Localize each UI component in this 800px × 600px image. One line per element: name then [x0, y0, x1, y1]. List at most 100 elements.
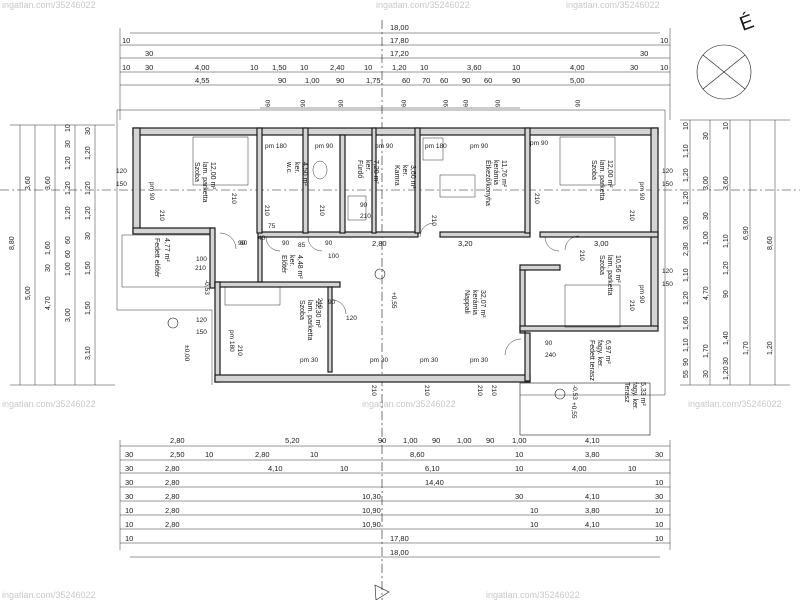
wall [519, 267, 526, 334]
north-arrow-circle-icon [696, 44, 752, 100]
level-label: -0,53 [571, 385, 578, 400]
opening-label: pm 30 [300, 357, 318, 364]
dim-label: 30 [640, 49, 648, 58]
opening-height-labels: 210 210 210 210 210 210 210 210 210 210 … [158, 193, 635, 396]
dim-label: 30 [703, 132, 710, 140]
dim-label: 150 [662, 281, 673, 288]
level-mark-icon [374, 268, 386, 280]
dim-label: 1,10 [683, 268, 690, 282]
dim-label: 10 [205, 450, 213, 459]
dining-table-icon [439, 174, 476, 198]
dim-label: 90 [328, 299, 336, 306]
height-label: 210 [628, 300, 635, 311]
dim-label: 90 [683, 358, 690, 366]
wall [302, 127, 309, 234]
level-labels: +0,55 -0,53 ±0,00 +0,55 -0,53 [183, 280, 578, 419]
dim-label: 1,20 [392, 63, 407, 72]
dim-label: 4,10 [268, 464, 283, 473]
dim-label: 85 [298, 242, 306, 249]
dim-label: 10 [420, 63, 428, 72]
dim-label: 10 [655, 534, 663, 543]
dim-label: 10 [723, 122, 730, 130]
dim-label: 1,20 [85, 146, 92, 160]
dim-label: 6,90 [743, 226, 750, 240]
dim-label: 10 [660, 63, 668, 72]
dim-label: 10,90 [362, 506, 381, 515]
room-floor: fagy. ker. [596, 340, 603, 368]
opening-label: pm 30 [370, 357, 388, 364]
dim-label: 1,00 [65, 262, 72, 276]
opening-label: pm 180 [228, 330, 235, 352]
room-kitchen: Étkező/konyha kerámia 11,76 m² [484, 160, 507, 206]
dim-label: 30 [723, 357, 730, 365]
room-bathroom: Fürdő ker. 7,20 m² [356, 160, 379, 184]
height-label: 210 [263, 205, 270, 216]
watermark: ingatlan.com/35246022 [2, 399, 96, 409]
bottom-dimension-texts: 2,80 5,20 90 1,00 90 1,00 90 1,00 4,10 3… [125, 436, 663, 557]
wall [132, 227, 214, 235]
dim-label: 1,75 [366, 76, 381, 85]
dim-label: 2,30 [683, 242, 690, 256]
dim-label: 90 [378, 436, 386, 445]
dim-label: 120 [662, 168, 673, 175]
level-label: +0,55 [390, 292, 397, 309]
dim-label: 90 [325, 240, 333, 247]
room-name: Szoba [298, 300, 305, 320]
level-label: +0,55 [570, 402, 577, 419]
dim-label: 1,10 [683, 144, 690, 158]
opening-label: pm 180 [425, 143, 447, 150]
terrace-outline [519, 382, 651, 436]
dim-label: 8,60 [410, 450, 425, 459]
wall [539, 231, 659, 238]
door-swing-icon [219, 232, 237, 250]
dim-label: 60 [463, 99, 470, 107]
dim-label: 1,20 [683, 168, 690, 182]
dim-label: 120 [196, 317, 207, 324]
dim-label: 90 [338, 99, 345, 107]
dim-label: 10 [683, 122, 690, 130]
dim-label: 60 [402, 76, 410, 85]
room-name: Szoba [193, 162, 200, 182]
dim-label: 2,80 [165, 506, 180, 515]
room-bedroom-4: Szoba lam. parketta 10,56 m² [598, 255, 621, 296]
wall-top [132, 127, 659, 136]
dim-label: 10 [65, 124, 72, 132]
dim-label: 30 [85, 127, 92, 135]
room-area: 12,00 m² [209, 162, 216, 190]
room-bedroom-1: Szoba lam. parketta 12,00 m² [193, 162, 216, 203]
height-label: 210 [423, 385, 430, 396]
dim-label: 3,80 [585, 506, 600, 515]
dim-label: 2,80 [165, 464, 180, 473]
dim-label: 4,10 [585, 436, 600, 445]
dim-label: 4,70 [45, 296, 52, 310]
dim-label: 3,60 [467, 63, 482, 72]
dim-label: 120 [662, 268, 673, 275]
right-dimension-lines [680, 119, 790, 386]
height-label: 210 [236, 345, 243, 356]
dim-label: 30 [703, 370, 710, 378]
dim-label: 30 [125, 450, 133, 459]
opening-label: pm 90 [470, 143, 488, 150]
dim-label: 90 [282, 240, 290, 247]
height-label: 210 [628, 210, 635, 221]
room-covered-entrance: Fedett előtér 4,77 m² [153, 238, 170, 278]
door-swing-icon [564, 235, 580, 251]
room-bedroom-3: Szoba lam. parketta 12,30 m² [298, 300, 321, 341]
wall [257, 231, 419, 238]
covered-entrance-outline [121, 234, 211, 288]
room-floor: lam. parketta [606, 255, 613, 296]
dim-label: 10 [340, 464, 348, 473]
wall [339, 134, 346, 234]
watermark: ingatlan.com/35246022 [566, 0, 660, 10]
dim-label: 70 [422, 76, 430, 85]
dim-label: 90 [545, 340, 553, 347]
dim-label: 10 [660, 36, 668, 45]
height-label: 210 [430, 215, 437, 226]
room-area: 12,00 m² [606, 160, 613, 188]
room-floor: ker. [288, 255, 295, 266]
wall-bottom [214, 374, 531, 383]
wall-right [650, 127, 659, 329]
room-bedroom-2: Szoba lam. parketta 12,00 m² [590, 160, 613, 201]
dim-label: 60 [65, 236, 72, 244]
stove-icon [422, 137, 444, 161]
